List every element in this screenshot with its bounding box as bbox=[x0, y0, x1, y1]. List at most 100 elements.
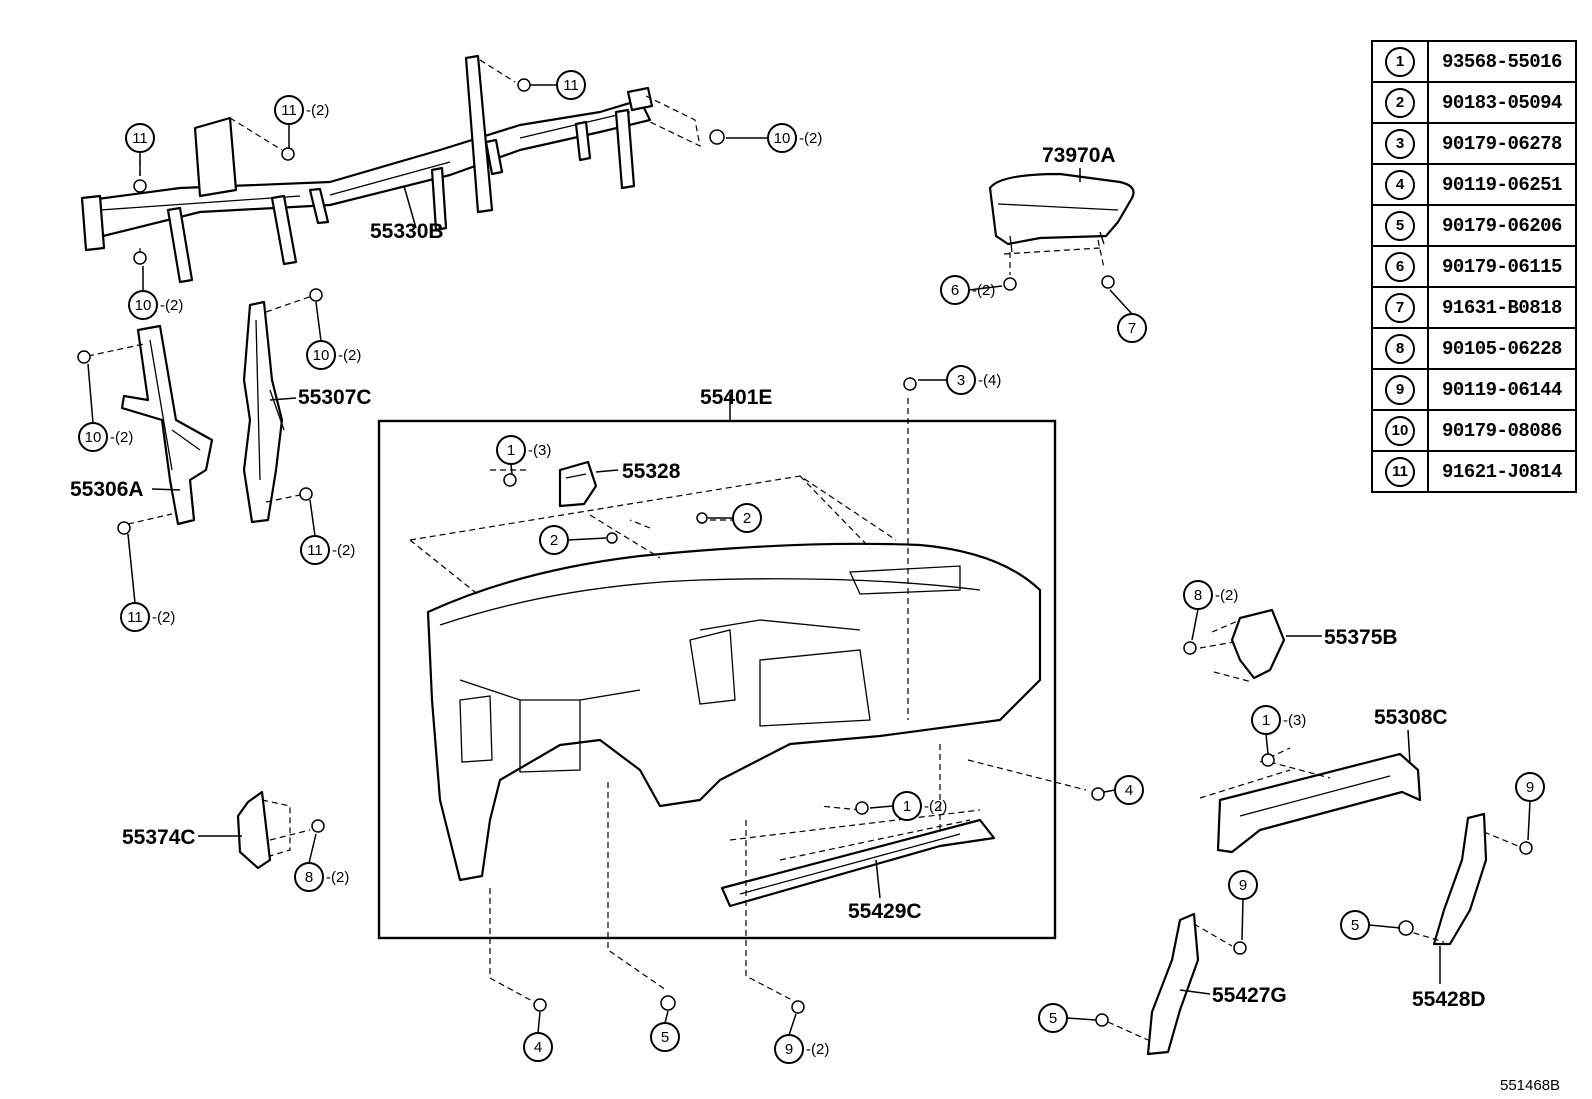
legend-part-code: 93568-55016 bbox=[1427, 40, 1577, 83]
callout-11: 11 bbox=[563, 77, 579, 94]
quantity-label: -(2) bbox=[332, 542, 355, 559]
legend-callout-number: 11 bbox=[1385, 456, 1415, 487]
callout-8: 8 bbox=[1194, 587, 1202, 604]
legend-part-code: 90179-08086 bbox=[1427, 409, 1577, 452]
quantity-label: -(2) bbox=[972, 282, 995, 299]
callout-11: 11 bbox=[281, 102, 297, 119]
legend-number-cell: 10 bbox=[1371, 409, 1429, 452]
part-label-55330B: 55330B bbox=[370, 220, 444, 243]
bracket-55328 bbox=[558, 460, 598, 508]
cross-car-beam-55330B bbox=[80, 54, 654, 284]
legend-number-cell: 2 bbox=[1371, 81, 1429, 124]
legend-row: 10 90179-08086 bbox=[1371, 409, 1577, 452]
part-label-55306A: 55306A bbox=[70, 478, 144, 501]
part-label-55375B: 55375B bbox=[1324, 626, 1398, 649]
quantity-label: -(2) bbox=[160, 297, 183, 314]
legend-callout-number: 9 bbox=[1385, 374, 1415, 405]
legend-number-cell: 7 bbox=[1371, 286, 1429, 329]
bolt-icon bbox=[133, 78, 725, 265]
callout-2: 2 bbox=[550, 532, 558, 549]
callout-11: 11 bbox=[307, 542, 323, 559]
legend-callout-number: 1 bbox=[1385, 46, 1415, 77]
legend-callout-number: 3 bbox=[1385, 128, 1415, 159]
legend-part-code: 90105-06228 bbox=[1427, 327, 1577, 370]
legend-part-code: 90179-06206 bbox=[1427, 204, 1577, 247]
part-label-55401E: 55401E bbox=[700, 386, 772, 409]
quantity-label: -(2) bbox=[806, 1041, 829, 1058]
legend-part-code: 90179-06278 bbox=[1427, 122, 1577, 165]
legend-row: 6 90179-06115 bbox=[1371, 245, 1577, 288]
callout-9: 9 bbox=[1526, 779, 1534, 796]
bracket-55308C bbox=[1216, 752, 1422, 854]
quantity-label: -(2) bbox=[799, 130, 822, 147]
callout-10: 10 bbox=[774, 130, 791, 147]
quantity-label: -(2) bbox=[326, 869, 349, 886]
callout-7: 7 bbox=[1128, 320, 1136, 337]
callout-9: 9 bbox=[785, 1041, 793, 1058]
callout-11: 11 bbox=[127, 609, 143, 626]
parts-legend-table: 1 93568-55016 2 90183-05094 3 90179-06278 4 901… bbox=[1371, 40, 1577, 493]
legend-callout-number: 10 bbox=[1385, 415, 1415, 446]
legend-callout-number: 7 bbox=[1385, 292, 1415, 323]
callout-4: 4 bbox=[534, 1039, 542, 1056]
callout-circles bbox=[78, 70, 1545, 1064]
legend-number-cell: 1 bbox=[1371, 40, 1429, 83]
callout-5: 5 bbox=[661, 1029, 669, 1046]
quantity-label: -(3) bbox=[1283, 712, 1306, 729]
part-label-55429C: 55429C bbox=[848, 900, 922, 923]
legend-number-cell: 4 bbox=[1371, 163, 1429, 206]
callout-5: 5 bbox=[1351, 917, 1359, 934]
legend-number-cell: 6 bbox=[1371, 245, 1429, 288]
legend-part-code: 90179-06115 bbox=[1427, 245, 1577, 288]
legend-row: 3 90179-06278 bbox=[1371, 122, 1577, 165]
lower-brace-55429C bbox=[720, 818, 996, 908]
callout-4: 4 bbox=[1125, 782, 1133, 799]
quantity-label: -(4) bbox=[978, 372, 1001, 389]
callout-8: 8 bbox=[305, 869, 313, 886]
callout-6: 6 bbox=[951, 282, 959, 299]
brace-55307C bbox=[242, 300, 285, 524]
bracket-55374C bbox=[236, 790, 272, 870]
bracket-55375B bbox=[1230, 608, 1286, 680]
legend-number-cell: 5 bbox=[1371, 204, 1429, 247]
legend-callout-number: 6 bbox=[1385, 251, 1415, 282]
legend-number-cell: 3 bbox=[1371, 122, 1429, 165]
callout-3: 3 bbox=[957, 372, 965, 389]
airbag-module-73970A bbox=[988, 172, 1135, 253]
legend-callout-number: 8 bbox=[1385, 333, 1415, 364]
legend-part-code: 90119-06251 bbox=[1427, 163, 1577, 206]
legend-callout-number: 4 bbox=[1385, 169, 1415, 200]
legend-part-code: 90183-05094 bbox=[1427, 81, 1577, 124]
callout-10: 10 bbox=[85, 429, 102, 446]
legend-part-code: 91621-J0814 bbox=[1427, 450, 1577, 493]
quantity-label: -(3) bbox=[528, 442, 551, 459]
legend-number-cell: 9 bbox=[1371, 368, 1429, 411]
part-label-55328: 55328 bbox=[622, 460, 681, 483]
part-label-55374C: 55374C bbox=[122, 826, 196, 849]
callout-10: 10 bbox=[313, 347, 330, 364]
callout-1: 1 bbox=[1262, 712, 1270, 729]
instrument-panel-group-box bbox=[377, 419, 1057, 940]
part-label-73970A: 73970A bbox=[1042, 144, 1116, 167]
callout-5: 5 bbox=[1049, 1010, 1057, 1027]
legend-row: 11 91621-J0814 bbox=[1371, 450, 1577, 493]
quantity-label: -(2) bbox=[110, 429, 133, 446]
instrument-panel-55401E bbox=[426, 542, 1042, 882]
legend-row: 4 90119-06251 bbox=[1371, 163, 1577, 206]
figure-reference: 551468B bbox=[1500, 1077, 1560, 1094]
part-label-55307C: 55307C bbox=[298, 386, 372, 409]
part-label-55428D: 55428D bbox=[1412, 988, 1486, 1011]
legend-number-cell: 8 bbox=[1371, 327, 1429, 370]
brace-55427G bbox=[1146, 912, 1200, 1056]
callout-1: 1 bbox=[507, 442, 515, 459]
part-label-55427G: 55427G bbox=[1212, 984, 1287, 1007]
callout-9: 9 bbox=[1239, 877, 1247, 894]
legend-number-cell: 11 bbox=[1371, 450, 1429, 493]
callout-1: 1 bbox=[903, 798, 911, 815]
part-label-55308C: 55308C bbox=[1374, 706, 1448, 729]
brace-55428D bbox=[1432, 812, 1488, 946]
legend-callout-number: 2 bbox=[1385, 87, 1415, 118]
